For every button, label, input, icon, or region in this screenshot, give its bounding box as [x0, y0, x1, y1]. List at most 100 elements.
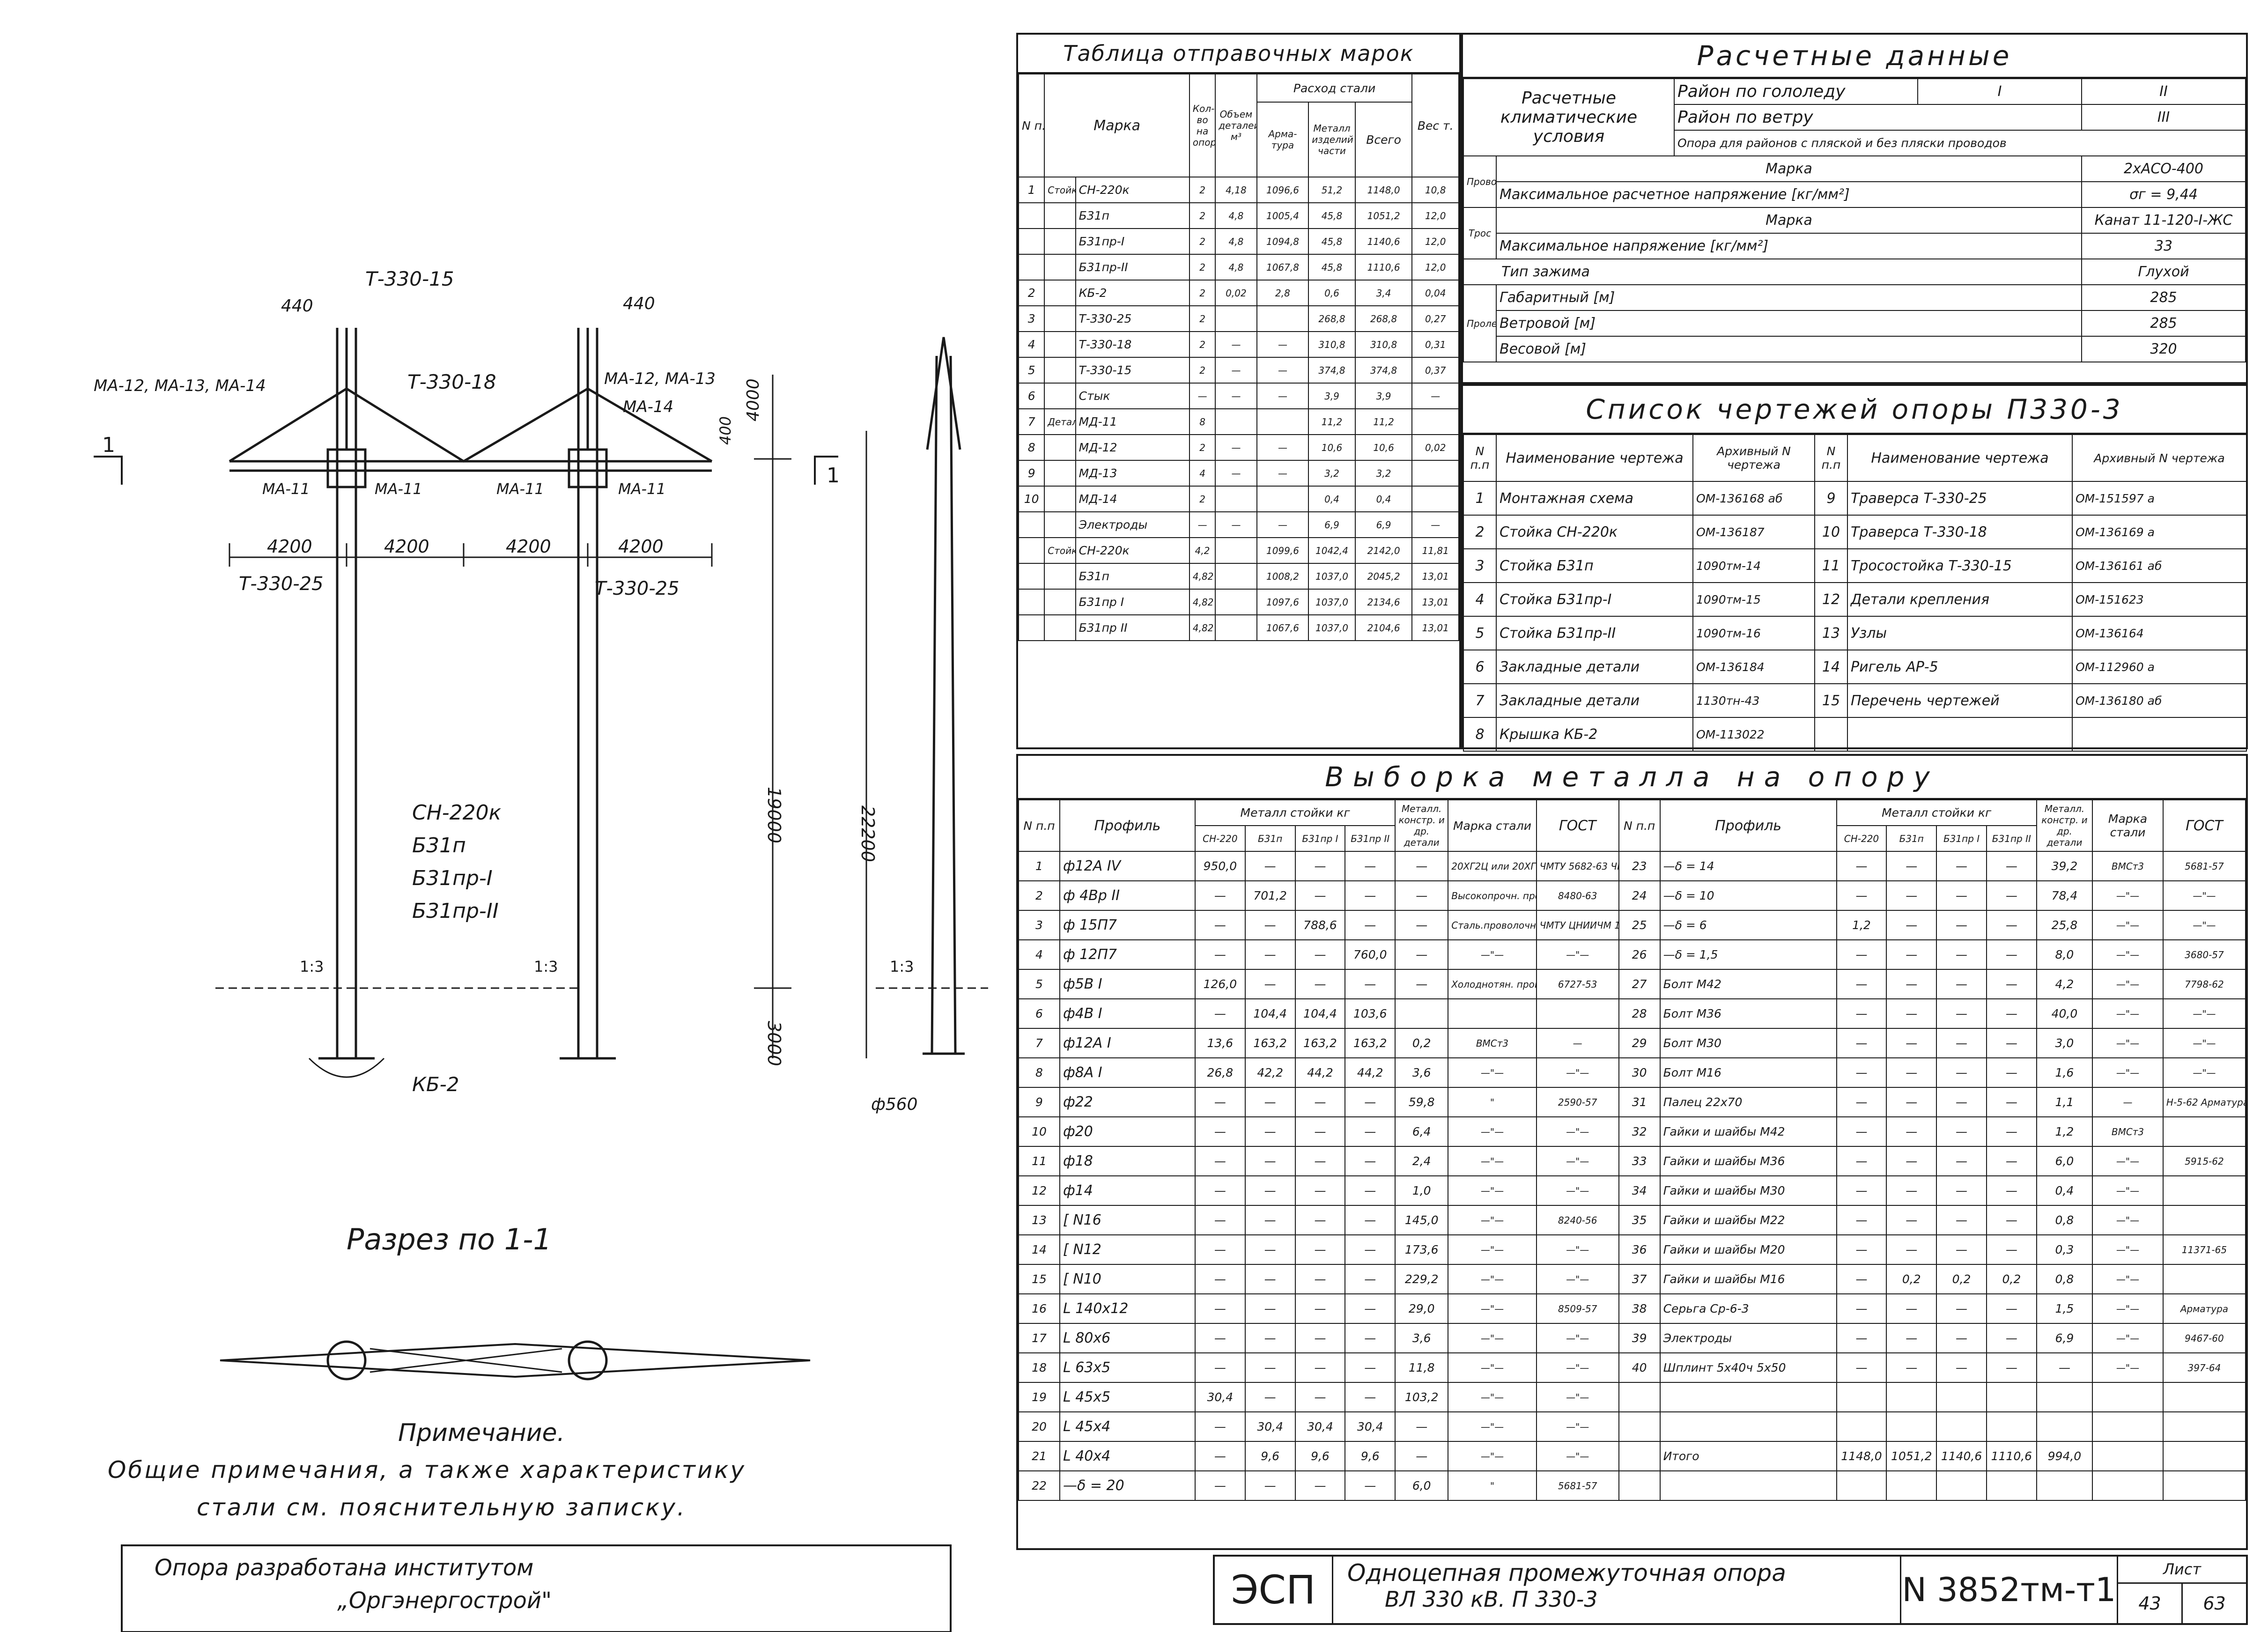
- row-mark: Б31п: [1075, 202, 1190, 229]
- row-metal: 1042,4: [1308, 537, 1356, 564]
- metal-bp1: —: [1936, 1028, 1987, 1058]
- metal-sh220: —: [1194, 1146, 1246, 1176]
- dwg-number: 8: [1463, 717, 1497, 752]
- metal-mark: —"—: [1448, 939, 1537, 970]
- metal-profile: ф 12П7: [1059, 939, 1196, 970]
- row-volume: [1215, 486, 1257, 512]
- metal-bp2: —: [1986, 880, 2037, 911]
- metal-n: 15: [1018, 1264, 1060, 1294]
- metal-b31: —: [1886, 1087, 1937, 1117]
- metal-bp1: —: [1936, 1205, 1987, 1235]
- metal-bp2: —: [1986, 1028, 2037, 1058]
- mt-h-metal1: Металл стойки кг: [1194, 799, 1396, 826]
- dim-span-1: 4200: [267, 536, 312, 557]
- dwg-archive: ОМ-112960 а: [2072, 650, 2247, 684]
- stamp-sheet-box: Лист 43 63: [2118, 1557, 2246, 1624]
- metal-n: 28: [1618, 998, 1661, 1029]
- metal-bp2: —: [1345, 1087, 1396, 1117]
- metal-mark: —"—: [2092, 1323, 2164, 1353]
- row-rebar: —: [1256, 331, 1309, 358]
- row-number: [1018, 563, 1045, 590]
- row-qty: 2: [1189, 202, 1216, 229]
- metal-gost: —"—: [1536, 1382, 1619, 1412]
- row-total: 11,2: [1354, 408, 1413, 435]
- row-qty: 4: [1189, 460, 1216, 487]
- metal-mark: —"—: [1448, 1264, 1537, 1294]
- metal-gost: [2162, 1175, 2246, 1206]
- mt-h-c2: Б31п: [1244, 825, 1296, 852]
- row-weight: —: [1411, 383, 1459, 409]
- row-total: 10,6: [1354, 434, 1413, 461]
- section-mark-l: 1: [102, 433, 115, 457]
- dl-h-name1: Наименование чертежа: [1496, 434, 1693, 482]
- mt-h-prof1: Профиль: [1059, 799, 1196, 852]
- metal-b31: —: [1244, 1470, 1296, 1501]
- dwg-archive: ОМ-136187: [1692, 515, 1815, 549]
- wire-stress-label: Максимальное расчетное напряжение [кг/мм…: [1496, 181, 2082, 208]
- metal-b31: —: [1886, 1175, 1937, 1206]
- metal-sh220: 950,0: [1194, 851, 1246, 881]
- metal-gost: [2162, 1264, 2246, 1294]
- metal-n: 26: [1618, 939, 1661, 970]
- metal-profile: Шплинт 5х40ч 5х50: [1659, 1352, 1837, 1383]
- metal-profile: Итого: [1659, 1441, 1837, 1471]
- table-row: 3ф 15П7——788,6——Сталь.проволочн. прядиЧМ…: [1018, 910, 2246, 940]
- metal-bp2: —: [1345, 880, 1396, 911]
- label-t25: Т-330-25: [239, 573, 324, 595]
- metal-profile: ф5В I: [1059, 969, 1196, 999]
- dwg-name: Траверса Т-330-25: [1847, 481, 2073, 516]
- metal-bp2: —: [1986, 1116, 2037, 1147]
- metal-bp2: —: [1345, 1352, 1396, 1383]
- stamp-number: N 3852тм-т1: [1901, 1557, 2118, 1623]
- metal-gost: —"—: [1536, 1234, 1619, 1265]
- metal-gost: —"—: [1536, 1116, 1619, 1147]
- clamp-label: Тип зажима: [1463, 258, 2082, 285]
- row-metal: 45,8: [1308, 228, 1356, 255]
- post-label-4: Б31пр-II: [412, 899, 499, 923]
- row-rebar: 2,8: [1256, 280, 1309, 306]
- metal-n: [1618, 1441, 1661, 1471]
- dwg-number: 12: [1814, 582, 1848, 617]
- metal-sh220: —: [1194, 1470, 1246, 1501]
- dim-h3: 3000: [764, 1021, 784, 1066]
- row-qty: 2: [1189, 434, 1216, 461]
- metal-sh220: [1836, 1470, 1887, 1501]
- metal-bp2: —: [1345, 969, 1396, 999]
- metal-sh220: —: [1194, 1116, 1246, 1147]
- dwg-number: 3: [1463, 548, 1497, 583]
- row-metal: 1037,0: [1308, 563, 1356, 590]
- dwg-number: 14: [1814, 650, 1848, 684]
- row-total: 2134,6: [1354, 589, 1413, 615]
- row-mark: Стык: [1075, 383, 1190, 409]
- span-wind-value: 285: [2081, 310, 2246, 337]
- metal-constr: 6,0: [2036, 1146, 2093, 1176]
- design-data-title: Расчетные данные: [1463, 35, 2246, 78]
- metal-profile: Болт М30: [1659, 1028, 1837, 1058]
- metal-n: 8: [1018, 1057, 1060, 1088]
- metal-b31: —: [1886, 1116, 1937, 1147]
- wire-mark-label: Марка: [1496, 155, 2082, 182]
- dwg-name: Стойка СН-220к: [1496, 515, 1693, 549]
- row-rebar: 1008,2: [1256, 563, 1309, 590]
- metal-gost: —"—: [2162, 880, 2246, 911]
- metal-n: 3: [1018, 910, 1060, 940]
- metal-sh220: —: [1836, 880, 1887, 911]
- metal-n: 6: [1018, 998, 1060, 1029]
- metal-bp1: —: [1936, 1234, 1987, 1265]
- dwg-name: Стойка Б31пр-II: [1496, 616, 1693, 650]
- metal-mark: [2092, 1470, 2164, 1501]
- metal-bp2: [1986, 1382, 2037, 1412]
- row-group: [1044, 383, 1076, 409]
- metal-sh220: —: [1836, 969, 1887, 999]
- metal-bp2: —: [1986, 1205, 2037, 1235]
- dwg-number: 1: [1463, 481, 1497, 516]
- metal-profile: Гайки и шайбы М36: [1659, 1146, 1837, 1176]
